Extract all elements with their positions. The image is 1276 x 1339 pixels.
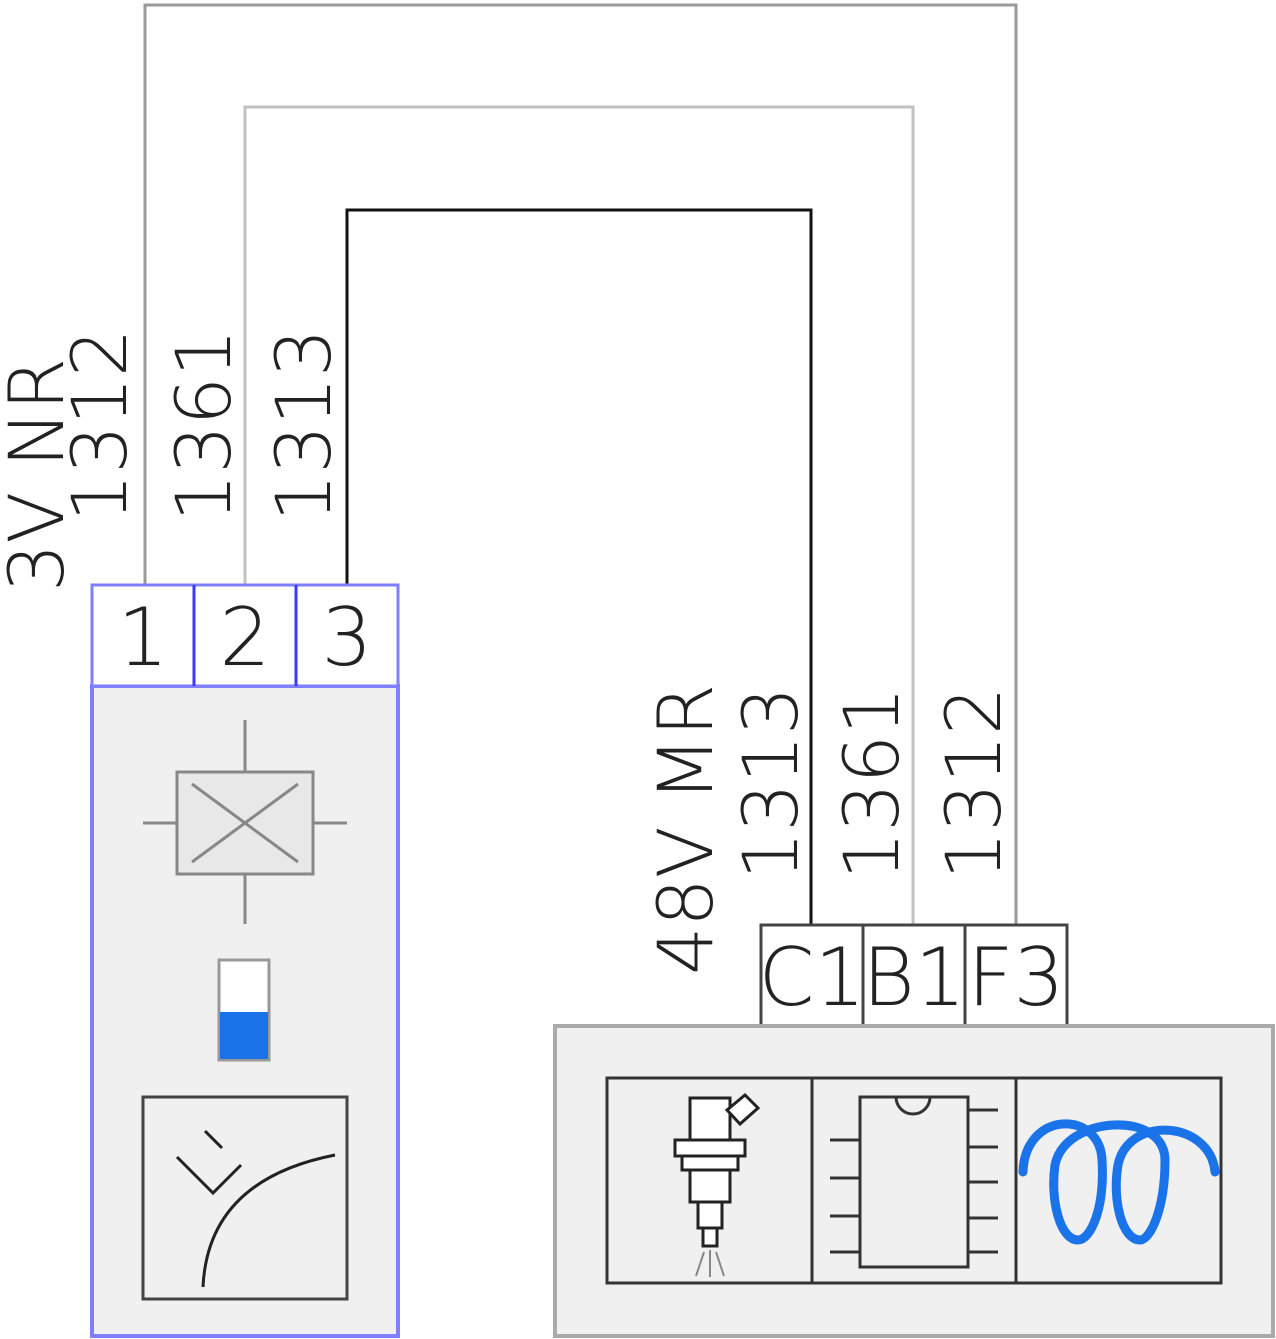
level-gauge-icon — [217, 958, 271, 1062]
left-wire-label-1313: 1313 — [259, 329, 348, 522]
right-wire-label-1361: 1361 — [827, 687, 916, 880]
right-wire-label-1312: 1312 — [929, 687, 1018, 880]
level-gauge-fill — [220, 1012, 268, 1059]
left-label-line-1: 3V NR — [0, 358, 81, 592]
left-pin-strip — [90, 583, 400, 688]
gauge-dial-icon — [141, 1095, 349, 1301]
left-pin-1[interactable]: 1 — [118, 591, 169, 684]
right-label-line-2: 1313 — [726, 687, 815, 880]
right-pin-c1[interactable]: C1 — [759, 931, 866, 1024]
wire-1361 — [243, 105, 915, 925]
injector-icon — [673, 1092, 761, 1277]
wire-1313 — [345, 208, 813, 925]
right-label-line-1: 48V MR — [641, 684, 730, 975]
left-label-line-2: 1312 — [55, 329, 144, 522]
chip-icon — [830, 1095, 998, 1269]
left-component: 1 2 3 — [90, 583, 400, 1338]
left-wire-label-1361: 1361 — [159, 329, 248, 522]
right-pin-strip — [759, 923, 1069, 1028]
wire-1312 — [143, 3, 1018, 925]
left-pin-3[interactable]: 3 — [322, 591, 373, 684]
right-pin-b1[interactable]: B1 — [862, 931, 965, 1024]
junction-box-icon — [143, 720, 347, 924]
wires — [143, 3, 1018, 925]
right-pin-f3[interactable]: F3 — [968, 931, 1065, 1024]
coil-icon — [1018, 1119, 1220, 1245]
right-component: C1 B1 F3 — [553, 923, 1275, 1338]
left-pin-2[interactable]: 2 — [220, 591, 271, 684]
